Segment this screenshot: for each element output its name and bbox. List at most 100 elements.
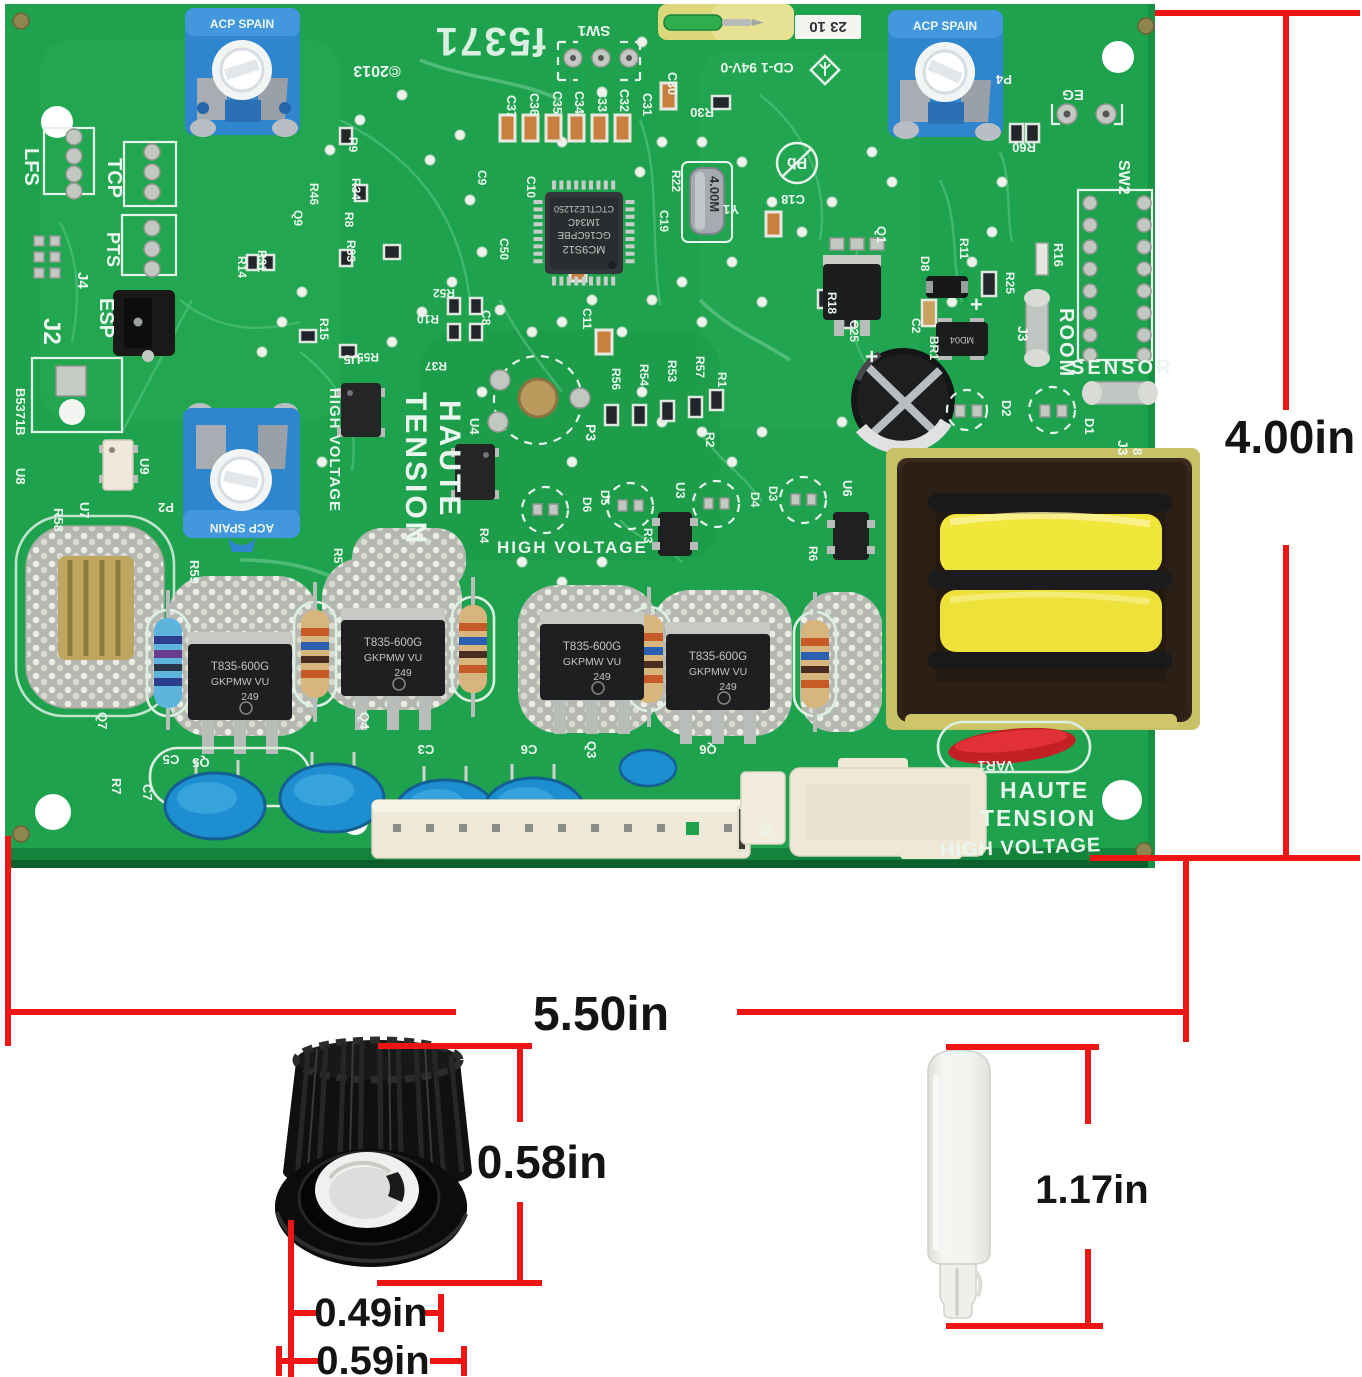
silkscreen-label: Q1 <box>874 226 889 243</box>
silkscreen-label: U8 <box>13 468 28 485</box>
via-holes <box>256 36 1008 588</box>
silkscreen-label: U9 <box>137 458 152 475</box>
transistor-marking-line2: GKPMW VU <box>364 652 422 664</box>
silkscreen-label: R10 <box>417 312 439 326</box>
transistor-marking-line2: GKPMW VU <box>689 666 747 678</box>
silkscreen-label: C5 <box>163 752 180 767</box>
br1-bridge: MD04 <box>936 318 988 360</box>
silkscreen-label: R59 <box>187 560 202 584</box>
silkscreen-label: HIGH VOLTAGE <box>497 538 648 557</box>
j3-jumpers <box>1024 289 1158 405</box>
silkscreen-label: Q6 <box>699 742 716 757</box>
mounting-hole <box>41 106 73 138</box>
mcu-chip: MC9S12 GC16CPBE 1M34C CTCTLE21250 <box>533 180 635 286</box>
u9-optocoupler <box>99 439 138 491</box>
silkscreen-label: Q4 <box>357 712 372 730</box>
silkscreen-label: C25 <box>847 320 861 342</box>
transistor-marking-line1: T835-600G <box>689 651 747 663</box>
silkscreen-label: U4 <box>467 418 482 435</box>
silkscreen-label: J3 <box>1015 326 1031 342</box>
board-width-label: 5.50in <box>533 988 669 1041</box>
silkscreen-label: Q5 <box>192 755 209 770</box>
silkscreen-label: P4 <box>995 72 1012 87</box>
axial-resistor-tan <box>292 582 338 722</box>
axial-resistor-tan <box>792 592 838 732</box>
silkscreen-label: R9 <box>346 137 360 153</box>
control-knob <box>275 1036 472 1267</box>
silkscreen-label: C36 <box>527 93 541 116</box>
transistor-marking-line3: 249 <box>394 667 412 679</box>
silkscreen-label: R53 <box>665 360 679 382</box>
mounting-hole <box>1102 780 1142 820</box>
polarity-plus: + <box>970 292 983 317</box>
transformer-winding-bottom <box>940 590 1162 652</box>
mounting-hole <box>35 794 71 830</box>
silkscreen-label: Q9 <box>291 210 305 226</box>
trimmer-pot-top-left: ACP SPAIN <box>185 8 300 137</box>
date-code-label: 23 10 <box>795 15 861 39</box>
polarity-plus: + <box>859 350 884 363</box>
shaft-extender <box>927 1049 991 1319</box>
copyright-text: ©2013 <box>353 62 400 79</box>
silkscreen-label: Y1 <box>723 202 739 217</box>
sw1-footprint: SW1 <box>556 22 642 82</box>
silkscreen-label: VAR1 <box>978 758 1015 774</box>
flammability-text: CD-1 94V-0 <box>720 60 793 76</box>
output-connector <box>740 758 987 859</box>
silkscreen-label: LFS <box>20 148 42 186</box>
crystal-marking: 4.00M <box>707 176 722 212</box>
knob-inner-width-label: 0.49in <box>314 1291 427 1335</box>
circuit-board: 23 10 CD-1 94V-0 Pb f5371 ©2013 SW1 <box>5 4 1200 868</box>
esp-connector <box>113 290 175 362</box>
silkscreen-label: C7 <box>140 784 155 801</box>
silkscreen-label: ROOM <box>1055 308 1077 378</box>
transistor-marking-line2: GKPMW VU <box>211 676 269 688</box>
silkscreen-label: U3 <box>673 482 688 499</box>
silkscreen-label: C37 <box>504 95 518 118</box>
silkscreen-label: R16 <box>1051 243 1066 267</box>
silkscreen-label: P2 <box>158 500 174 515</box>
silkscreen-label: SW2 <box>1115 160 1132 195</box>
mounting-hole <box>1102 41 1134 73</box>
certification-diamond-icon <box>809 54 841 86</box>
silkscreen-label: TENSION <box>399 392 432 546</box>
silkscreen-label: R1 <box>715 372 729 388</box>
silkscreen-label: D5 <box>598 490 612 506</box>
dimension-board-width: 5.50in <box>5 836 1189 1046</box>
pb-text: Pb <box>787 154 808 171</box>
axial-resistor-blue <box>145 590 191 730</box>
dimension-shaft-length: 1.17in <box>946 1044 1149 1329</box>
silkscreen-label: C34 <box>572 91 586 114</box>
silkscreen-label: D6 <box>580 497 594 513</box>
axial-resistor-tan <box>450 577 496 717</box>
knob-height-label: 0.58in <box>477 1136 607 1188</box>
corner-screws <box>12 12 1155 860</box>
transistor-marking-line3: 249 <box>593 671 611 683</box>
transformer-winding-top <box>940 514 1162 574</box>
knob-outer-width-label: 0.59in <box>316 1339 429 1377</box>
trimmer-brand: ACP SPAIN <box>210 521 274 535</box>
silkscreen-label: C10 <box>524 176 538 198</box>
mcu-marking-line3: 1M34C <box>568 216 600 227</box>
silkscreen-label: R4 <box>477 528 491 544</box>
silkscreen-label: C18 <box>781 192 805 207</box>
u6-device <box>827 512 875 560</box>
silkscreen-label: HIGH VOLTAGE <box>326 388 343 512</box>
silkscreen-label: C33 <box>595 89 609 112</box>
dimension-knob-outer-width: 0.59in <box>276 1339 467 1377</box>
silkscreen-label: P3 <box>583 424 599 441</box>
silkscreen-label: D3 <box>766 486 780 502</box>
silkscreen-label: R46 <box>307 183 321 205</box>
silkscreen-labels: C37 C36 C35 C34 C33 C32 C31 C30 R30 R9 R… <box>13 72 1170 862</box>
silkscreen-label: Q7 <box>95 712 110 729</box>
silkscreen-label: TCP <box>103 158 125 198</box>
silkscreen-label: D1 <box>1082 418 1097 435</box>
silkscreen-label: Q3 <box>584 741 599 758</box>
silkscreen-label: R22 <box>669 170 683 192</box>
transistor-marking-line3: 249 <box>241 691 259 703</box>
u5-optocoupler <box>337 383 385 437</box>
silkscreen-label: R60 <box>1012 140 1036 155</box>
silkscreen-label: R6 <box>806 546 820 562</box>
varistor <box>936 720 1092 774</box>
